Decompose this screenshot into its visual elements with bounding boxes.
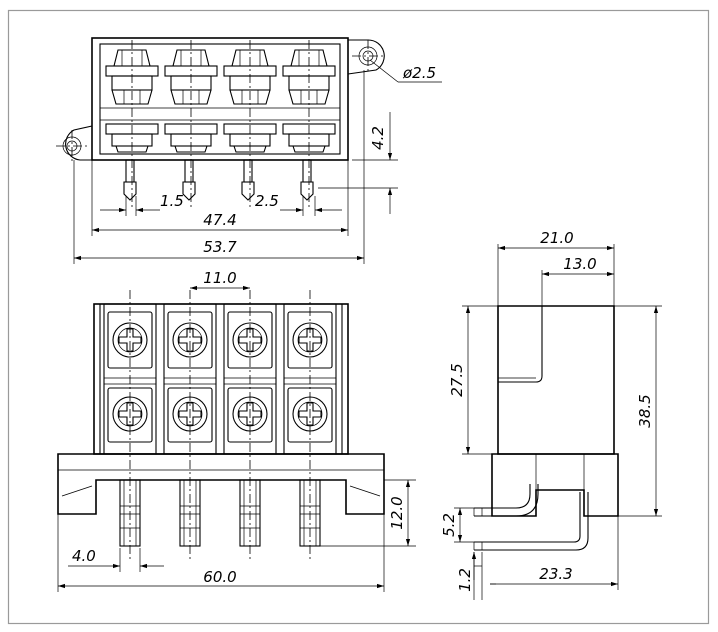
dim-pin-thickness: 1.2: [456, 568, 474, 592]
dim-pin-width: 1.5: [160, 192, 184, 210]
top-view-dimensions: ø2.5 4.2 1.5 2.5 47.4 53.7: [73, 59, 442, 264]
side-view-dimensions: 21.0 13.0 27.5 38.5 5.2 1.2 23.3: [440, 229, 662, 600]
dim-pin-spacing: 5.2: [440, 513, 458, 537]
dim-height-step: 4.2: [369, 126, 387, 150]
dim-pin-offset: 4.0: [72, 547, 96, 565]
dim-base-width: 23.3: [539, 565, 572, 583]
dim-pitch: 11.0: [203, 269, 236, 287]
front-view: [57, 290, 385, 560]
drawing-frame: [7, 9, 710, 625]
dim-upper-step: 13.0: [563, 255, 596, 273]
dim-upper-height: 27.5: [448, 363, 466, 396]
top-view: [56, 37, 385, 210]
front-view-dimensions: 11.0 12.0 4.0 60.0: [57, 269, 416, 592]
dim-overall-height: 38.5: [636, 394, 654, 427]
dim-inner-width: 47.4: [203, 211, 236, 229]
dim-top-width: 21.0: [540, 229, 573, 247]
dim-pin-gap: 2.5: [255, 192, 279, 210]
side-view: [473, 305, 619, 551]
dim-pin-length: 12.0: [388, 496, 406, 529]
dim-overall-width: 60.0: [203, 568, 236, 586]
hole-diameter-label: ø2.5: [402, 64, 436, 82]
dim-overall-width: 53.7: [203, 238, 237, 256]
